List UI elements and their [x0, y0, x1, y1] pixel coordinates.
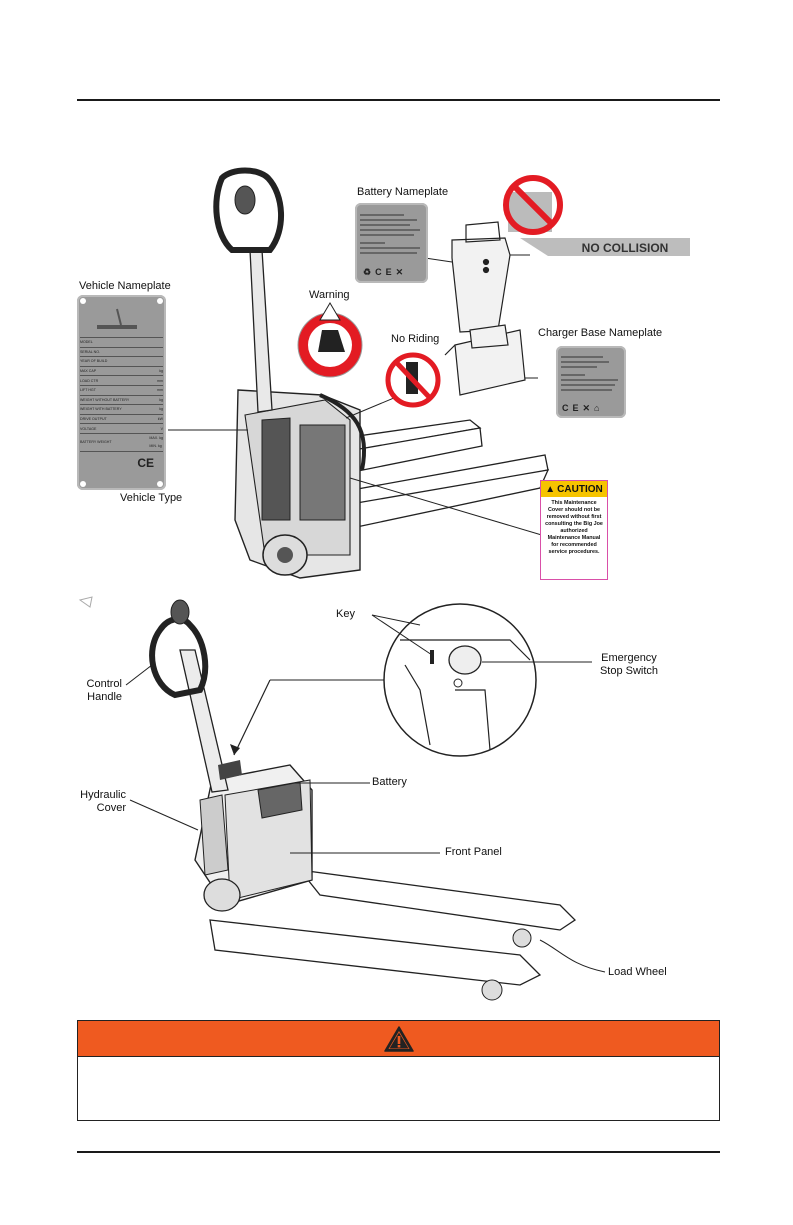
nameplate-field: WEIGHT WITH BATTERY [80, 407, 122, 412]
label-battery: Battery [372, 776, 407, 788]
battery-nameplate: ♻CE✕ [355, 203, 428, 283]
warning-triangle-icon: ▲ [545, 483, 556, 495]
nameplate-row: MODEL [80, 337, 163, 347]
nameplate-field: LIFT HGT [80, 388, 96, 393]
warning-box-body [78, 1057, 719, 1120]
battery-nameplate-marks: ♻CE✕ [363, 267, 408, 277]
header-rule [77, 99, 720, 101]
nameplate-field: VOLTAGE [80, 426, 97, 431]
caution-text: This Maintenance Cover should not be rem… [545, 500, 603, 556]
nameplate-battery-range: MAX. kg MIN. kg [149, 436, 163, 448]
nameplate-row: DRIVE OUTPUT kW [80, 413, 163, 424]
nameplate-field: DRIVE OUTPUT [80, 417, 107, 422]
nameplate-field: MODEL [80, 340, 93, 345]
no-collision-text: NO COLLISION [582, 241, 669, 255]
nameplate-unit: mm [157, 378, 163, 383]
label-vehicle-nameplate: Vehicle Nameplate [79, 280, 171, 292]
nameplate-unit: kg [159, 407, 163, 412]
nameplate-unit: kg [159, 369, 163, 374]
nameplate-row: MAX CAP kg [80, 365, 163, 376]
pallet-truck-labels-illustration: NO COLLISION [168, 167, 690, 579]
nameplate-row: YEAR OF BUILD [80, 356, 163, 366]
label-front-panel: Front Panel [445, 846, 502, 858]
nameplate-unit: mm [157, 388, 163, 393]
charger-base-nameplate: CE✕⌂ [556, 346, 626, 418]
nameplate-row-battery-weight: BATTERY WEIGHT MAX. kg MIN. kg [80, 432, 163, 452]
label-battery-nameplate: Battery Nameplate [357, 186, 449, 198]
nameplate-unit: kW [157, 417, 163, 422]
label-vehicle-type: Vehicle Type [120, 492, 183, 504]
label-control-handle: Control Handle [86, 678, 122, 703]
warning-triangle-icon [384, 1026, 414, 1052]
warning-box-header [78, 1021, 719, 1057]
warning-box [77, 1020, 720, 1121]
vehicle-nameplate-graphic [80, 298, 163, 487]
label-warning: Warning [309, 289, 350, 301]
nameplate-field: MAX CAP [80, 369, 97, 374]
label-key: Key [336, 608, 355, 620]
label-charger-base-nameplate: Charger Base Nameplate [538, 327, 663, 339]
nameplate-row: WEIGHT WITH BATTERY kg [80, 404, 163, 414]
nameplate-unit: V [160, 426, 163, 431]
label-load-wheel: Load Wheel [608, 966, 667, 978]
charger-nameplate-marks: CE✕⌂ [562, 403, 604, 413]
nameplate-row: LIFT HGT mm [80, 384, 163, 395]
caution-label: ▲ CAUTION This Maintenance Cover should … [540, 480, 608, 580]
pallet-truck-parts-illustration [78, 596, 606, 1001]
nameplate-range-value: MAX. kg [149, 436, 163, 441]
footer-rule [77, 1151, 720, 1153]
nameplate-field: SERIAL NO. [80, 349, 101, 354]
nameplate-field: BATTERY WEIGHT [80, 440, 112, 445]
label-hydraulic-cover: Hydraulic Cover [80, 789, 126, 814]
ce-mark: CE [137, 456, 154, 470]
nameplate-field: LOAD CTR [80, 378, 99, 383]
nameplate-range-value: MIN. kg [149, 444, 162, 449]
nameplate-row: LOAD CTR mm [80, 375, 163, 385]
nameplate-unit: kg [159, 397, 163, 402]
nameplate-row: VOLTAGE V [80, 423, 163, 433]
label-emergency-stop-switch: Emergency Stop Switch [599, 652, 659, 677]
label-no-riding: No Riding [391, 333, 440, 345]
caution-heading: ▲ CAUTION [541, 481, 607, 497]
nameplate-field: YEAR OF BUILD [80, 359, 108, 364]
nameplate-row: SERIAL NO. [80, 346, 163, 357]
nameplate-field: WEIGHT WITHOUT BATTERY [80, 397, 130, 402]
nameplate-row: WEIGHT WITHOUT BATTERY kg [80, 394, 163, 405]
